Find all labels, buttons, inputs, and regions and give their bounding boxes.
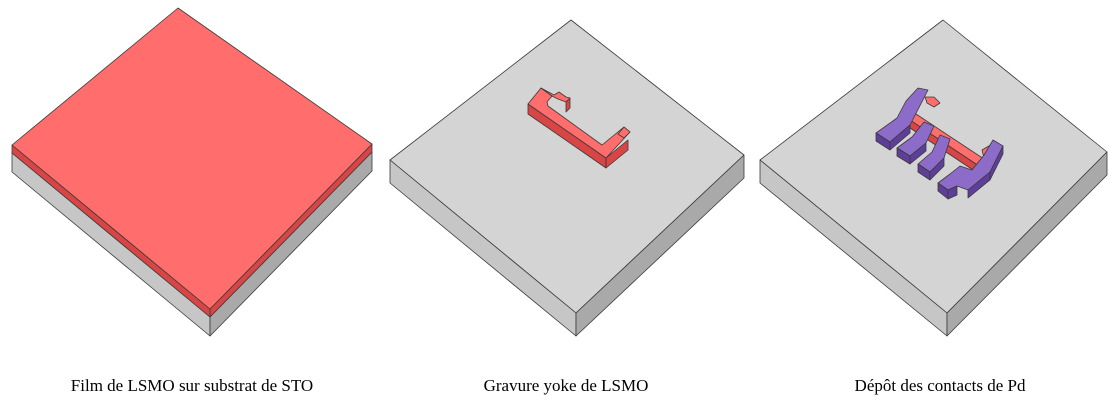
pd-contact-side xyxy=(989,145,1004,181)
panel-pd-contacts xyxy=(759,19,1108,337)
yoke-side xyxy=(605,139,629,169)
substrate-top xyxy=(389,19,745,314)
yoke-top-end xyxy=(617,126,631,139)
lsmo-film-top xyxy=(11,7,373,310)
yoke-top-hook xyxy=(924,96,941,108)
caption-pd-contacts: Dépôt des contacts de Pd xyxy=(854,376,1026,395)
substrate-right-face xyxy=(575,154,745,337)
pd-contact-side xyxy=(929,157,945,181)
pd-contact-side xyxy=(889,124,911,151)
pd-contact-side xyxy=(947,185,958,200)
panel-lsmo-film xyxy=(11,7,373,337)
pd-contact-side xyxy=(909,142,927,165)
lsmo-yoke xyxy=(527,87,631,169)
substrate-right-face xyxy=(946,151,1108,337)
pd-contacts xyxy=(875,87,1004,200)
yoke-top-bar xyxy=(527,87,631,159)
panel-yoke-etching xyxy=(389,19,745,337)
caption-lsmo-film: Film de LSMO sur substrat de STO xyxy=(70,376,314,395)
caption-yoke-etching: Gravure yoke de LSMO xyxy=(483,376,649,395)
yoke-top-hook xyxy=(540,87,571,103)
